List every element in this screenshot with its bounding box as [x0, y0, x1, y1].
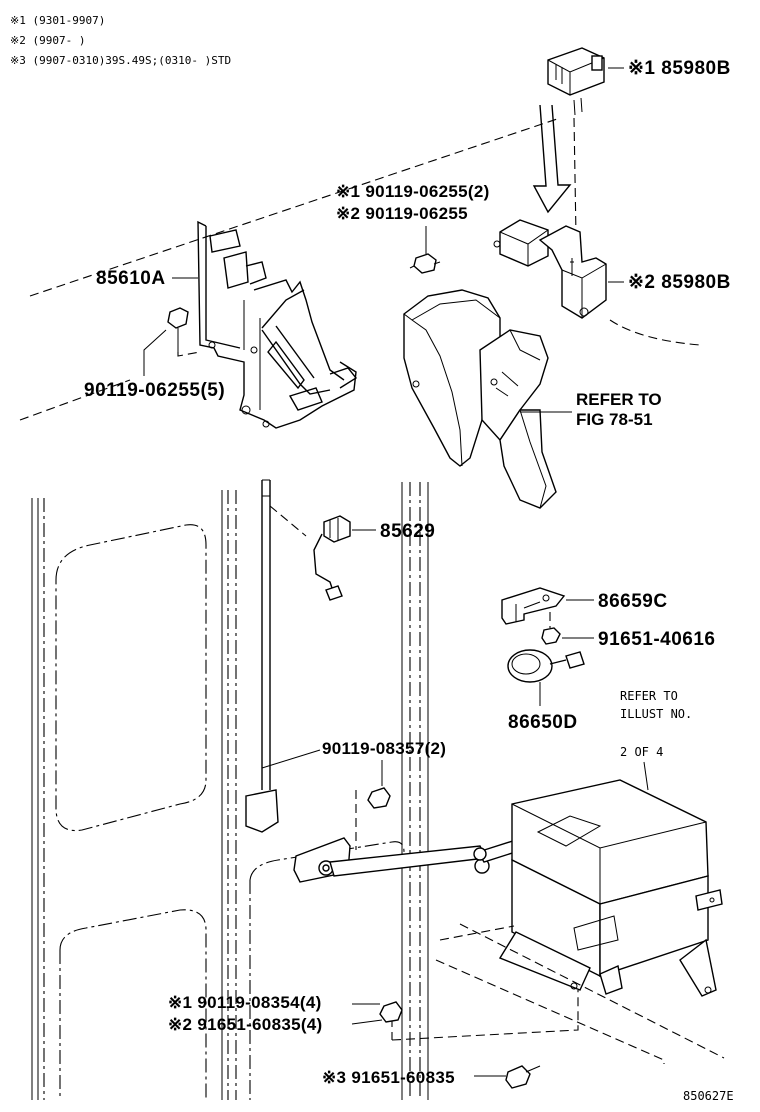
buzzer-86650d — [507, 649, 585, 683]
refer-illust-line2: ILLUST NO. — [620, 707, 692, 721]
note-1: ※1 (9301-9907) — [10, 14, 105, 27]
label-85980b-bracket: ※2 85980B — [628, 272, 731, 293]
bracket-85610a — [197, 220, 358, 429]
label-91651-40616: 91651-40616 — [598, 629, 716, 650]
guide-line-left — [19, 379, 131, 421]
bracket-86659c — [501, 587, 566, 625]
label-86659c: 86659C — [598, 591, 668, 612]
relay-85980b-bracket — [493, 219, 607, 319]
guide-85629 — [269, 505, 307, 537]
guide-arrow — [573, 117, 577, 237]
sensor-85629 — [313, 515, 351, 601]
refer-fig-line1: REFER TO — [576, 390, 662, 409]
body-panel-lines — [31, 482, 429, 1100]
bolt-90119-08357 — [367, 787, 391, 809]
label-90119-06255-b: ※2 90119-06255 — [336, 204, 468, 223]
guide-line-right — [609, 319, 701, 346]
actuator-body — [403, 289, 557, 509]
illustration-number: 850627E — [683, 1089, 734, 1103]
label-90119-06255-a: ※1 90119-06255(2) — [336, 182, 490, 201]
label-90119-08357: 90119-08357(2) — [322, 739, 446, 758]
guide-floor-4 — [391, 990, 579, 1041]
label-90119-06255-5: 90119-06255(5) — [84, 380, 225, 401]
bolt-91651-40616 — [541, 627, 561, 645]
control-cable — [245, 479, 279, 833]
bolt-90119-08354 — [379, 1001, 403, 1023]
guide-floor-1 — [439, 925, 515, 941]
label-85610a: 85610A — [96, 268, 166, 289]
refer-illust-line1: REFER TO — [620, 689, 678, 703]
bolt-91651-60835 — [505, 1065, 541, 1089]
label-85629: 85629 — [380, 521, 435, 542]
guide-line-top — [29, 117, 561, 297]
label-85980b-top: ※1 85980B — [628, 58, 731, 79]
guide-bolt-85610a — [177, 351, 201, 357]
label-91651-60835: ※3 91651-60835 — [322, 1068, 455, 1087]
refer-illust-line3: 2 OF 4 — [620, 745, 663, 759]
note-2: ※2 (9907- ) — [10, 34, 85, 47]
leader-90119-06255-5 — [143, 329, 167, 376]
leader-90119-08357-a — [261, 749, 321, 769]
label-90119-08354: ※1 90119-08354(4) — [168, 993, 322, 1012]
note-3: ※3 (9907-0310)39S.49S;(0310- )STD — [10, 54, 231, 67]
label-86650d: 86650D — [508, 712, 578, 733]
refer-fig-line2: FIG 78-51 — [576, 410, 653, 429]
guide-floor-3 — [459, 923, 725, 1059]
label-91651-60835-4: ※2 91651-60835(4) — [168, 1015, 323, 1034]
relay-85980b-top — [547, 47, 605, 116]
bolt-90119-06255 — [409, 253, 441, 274]
bolt-90119-06255-5 — [167, 307, 189, 352]
leader-refer-illust — [643, 761, 649, 791]
ecu-module — [498, 779, 723, 997]
arrow-down-icon — [532, 104, 572, 214]
leader-91651-60835-4 — [351, 1019, 383, 1025]
